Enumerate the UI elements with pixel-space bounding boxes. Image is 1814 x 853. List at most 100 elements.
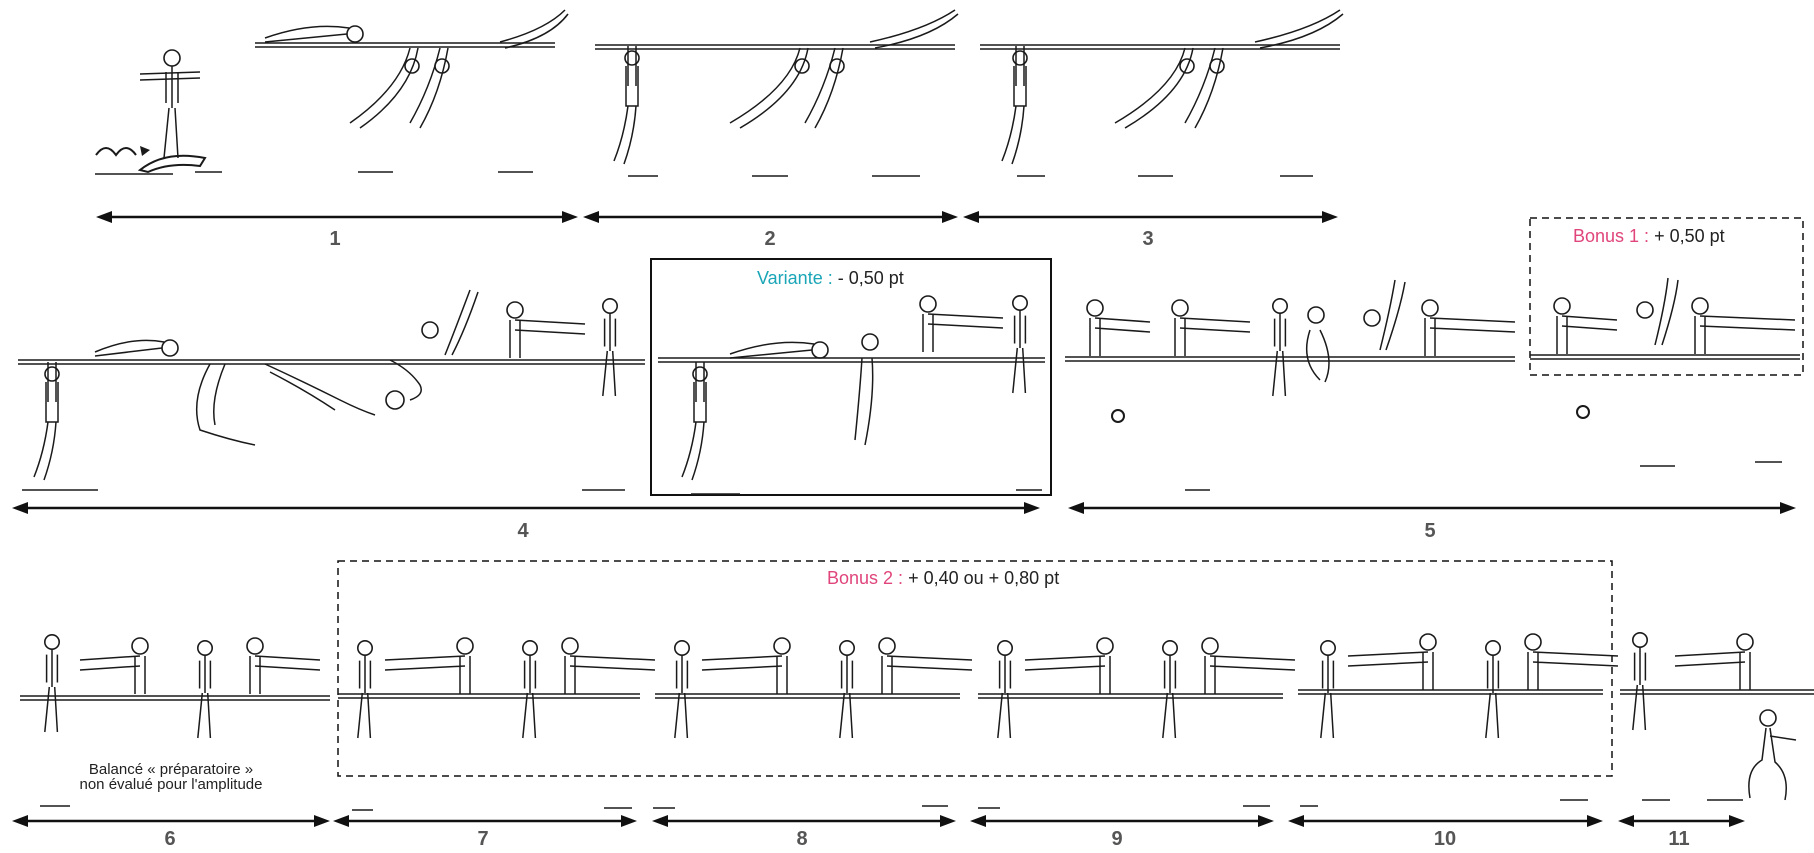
gymnast-figure-icon-head (1321, 641, 1335, 655)
gymnast-figure-icon-head (812, 342, 828, 358)
gymnast-figure-icon (250, 656, 320, 694)
gymnast-figure-icon (1486, 655, 1499, 738)
approach-arrow-icon (96, 148, 136, 155)
gymnast-figure-icon-head (198, 641, 212, 655)
gymnast-figure-icon-head (523, 641, 537, 655)
gymnast-figure-icon (45, 649, 58, 732)
gymnast-figure-icon-head (1486, 641, 1500, 655)
gymnast-figure-icon-head (1633, 633, 1647, 647)
double-arrow-icon-10-head-left (1288, 815, 1304, 827)
gymnast-figure-icon-head (422, 322, 438, 338)
sequence-number-1: 1 (315, 228, 355, 251)
gymnast-figure-icon (1205, 656, 1295, 694)
gymnast-figure-icon-head (675, 641, 689, 655)
gymnast-figure-icon-arms (140, 72, 200, 80)
double-arrow-icon-2-head-right (942, 211, 958, 223)
gymnast-figure-icon (523, 655, 536, 738)
double-arrow-icon-8-head-left (652, 815, 668, 827)
gymnast-figure-icon-head (774, 638, 790, 654)
gymnast-figure-icon-head (1202, 638, 1218, 654)
variante-label: Variante : (757, 268, 833, 288)
gymnast-figure-icon (1633, 647, 1646, 730)
gymnast-figure-icon-head (562, 638, 578, 654)
gymnast-figure-icon (998, 655, 1011, 738)
gymnast-figure-icon-head (358, 641, 372, 655)
gymnast-figure-icon (603, 313, 616, 396)
gymnast-figure-icon (682, 362, 706, 480)
double-arrow-icon-4-head-right (1024, 502, 1040, 514)
sequence-number-6: 6 (150, 828, 190, 851)
gymnast-figure-icon (805, 48, 843, 128)
gymnast-figure-icon-head (132, 638, 148, 654)
sequence-number-11: 11 (1659, 828, 1699, 851)
gymnast-figure-icon-head (405, 59, 419, 73)
gymnast-figure-icon-head (1525, 634, 1541, 650)
double-arrow-icon-7-head-right (621, 815, 637, 827)
gymnast-figure-icon (1013, 310, 1026, 393)
double-arrow-icon-11-head-left (1618, 815, 1634, 827)
bonus2-title: Bonus 2 : + 0,40 ou + 0,80 pt (827, 568, 1059, 589)
gymnast-figure-icon-head (603, 299, 617, 313)
sequence-number-8: 8 (782, 828, 822, 851)
springboard-icon (140, 156, 205, 172)
gymnast-figure-icon (1380, 280, 1405, 350)
sequence-number-9: 9 (1097, 828, 1137, 851)
gymnast-figure-icon-head (879, 638, 895, 654)
gymnast-figure-icon-head (1273, 299, 1287, 313)
double-arrow-icon-2-head-left (583, 211, 599, 223)
double-arrow-icon-6-head-right (314, 815, 330, 827)
gymnast-figure-icon-head (435, 59, 449, 73)
gymnast-figure-icon (95, 340, 164, 356)
gymnast-figure-icon (265, 26, 349, 42)
gymnast-figure-icon (855, 358, 873, 445)
gymnast-figure-icon-head (1172, 300, 1188, 316)
double-arrow-icon-10-head-right (1587, 815, 1603, 827)
gymnast-figure-icon (1557, 316, 1617, 354)
gymnast-figure-icon (1655, 278, 1678, 345)
double-arrow-icon-3-head-left (963, 211, 979, 223)
gymnast-figure-icon-head (625, 51, 639, 65)
gymnast-figure-icon (840, 655, 853, 738)
double-arrow-icon-9-head-left (970, 815, 986, 827)
gymnast-figure-icon (1425, 318, 1515, 356)
double-arrow-icon-1-head-left (96, 211, 112, 223)
gymnast-figure-icon (1002, 46, 1026, 164)
gymnast-figure-icon (34, 362, 58, 480)
gymnast-figure-icon-head (1420, 634, 1436, 650)
gymnast-figure-icon (1695, 316, 1795, 354)
gymnast-figure-icon-head (1013, 51, 1027, 65)
gymnast-figure-icon (390, 360, 421, 400)
gymnast-figure-icon-head (840, 641, 854, 655)
gymnast-figure-icon (882, 656, 972, 694)
approach-arrowhead-icon (140, 146, 150, 156)
sequence-number-4: 4 (503, 520, 543, 543)
double-arrow-icon-6-head-left (12, 815, 28, 827)
variante-value: - 0,50 pt (833, 268, 904, 288)
variante-title: Variante : - 0,50 pt (757, 268, 904, 289)
gymnast-figure-icon-head (1737, 634, 1753, 650)
gymnast-figure-icon (1749, 728, 1796, 800)
gymnast-figure-icon (1528, 652, 1618, 690)
gymnast-figure-icon-head (920, 296, 936, 312)
gymnast-figure-icon (385, 656, 470, 694)
gymnast-figure-icon (1307, 330, 1329, 382)
gymnast-figure-icon-head (862, 334, 878, 350)
gymnast-figure-icon (510, 320, 585, 358)
gymnast-figure-icon (702, 656, 787, 694)
double-arrow-icon-4-head-left (12, 502, 28, 514)
gymnast-figure-icon (1025, 656, 1110, 694)
gymnast-figure-icon-head (830, 59, 844, 73)
gymnast-figure-icon (870, 10, 958, 48)
bonus1-value: + 0,50 pt (1649, 226, 1725, 246)
gymnast-figure-icon (1115, 48, 1193, 128)
gymnast-figure-icon (265, 364, 375, 415)
gymnast-figure-icon (1175, 318, 1250, 356)
gymnast-figure-icon-head (1210, 59, 1224, 73)
double-arrow-icon-5-head-left (1068, 502, 1084, 514)
gymnast-figure-icon-head (247, 638, 263, 654)
gymnast-figure-icon-head (1087, 300, 1103, 316)
gymnast-figure-icon (1090, 318, 1150, 356)
sequence-number-10: 10 (1425, 828, 1465, 851)
gymnast-figure-icon (1255, 10, 1343, 48)
